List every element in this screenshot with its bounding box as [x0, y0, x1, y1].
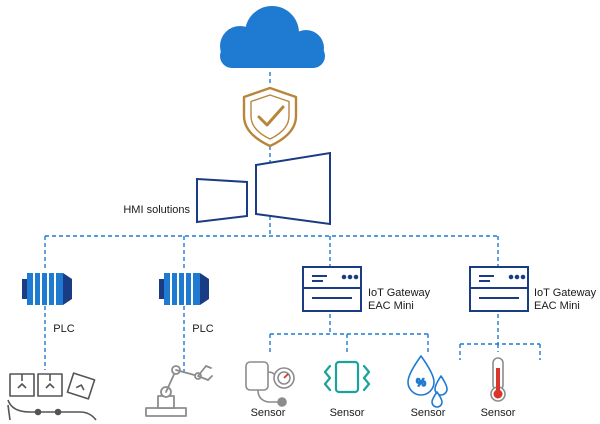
sensor-4-label: Sensor — [481, 407, 516, 419]
conveyor-boxes-icon — [7, 372, 97, 421]
sensor-3-label: Sensor — [411, 407, 446, 419]
humidity-icon: % — [407, 355, 448, 408]
svg-text:%: % — [416, 377, 426, 389]
plc-1-label: PLC — [53, 323, 74, 335]
cloud-icon — [220, 6, 325, 68]
sensor-1-label: Sensor — [251, 407, 286, 419]
vibration-icon — [323, 360, 371, 394]
gateway-2-label-line2: EAC Mini — [534, 300, 580, 312]
gateway-1-icon — [302, 266, 362, 312]
plc-2-label: PLC — [192, 323, 213, 335]
shield-check-icon — [242, 86, 298, 148]
hmi-screen-large — [255, 151, 331, 226]
robot-arm-icon — [145, 365, 213, 417]
pressure-gauge-icon — [245, 361, 295, 407]
hmi-screen-small — [196, 177, 248, 224]
hmi-screens-icon — [196, 151, 331, 226]
hmi-label: HMI solutions — [123, 204, 190, 216]
plc-1-icon — [22, 273, 72, 305]
gateway-1-label-line1: IoT Gateway — [368, 287, 431, 299]
gateway-1-label-line2: EAC Mini — [368, 300, 414, 312]
gateway-2-label-line1: IoT Gateway — [534, 287, 597, 299]
thermometer-icon — [490, 357, 506, 402]
plc-2-icon — [159, 273, 209, 305]
gateway-2-icon — [469, 266, 529, 312]
connector-lines — [44, 72, 541, 372]
sensor-2-label: Sensor — [330, 407, 365, 419]
